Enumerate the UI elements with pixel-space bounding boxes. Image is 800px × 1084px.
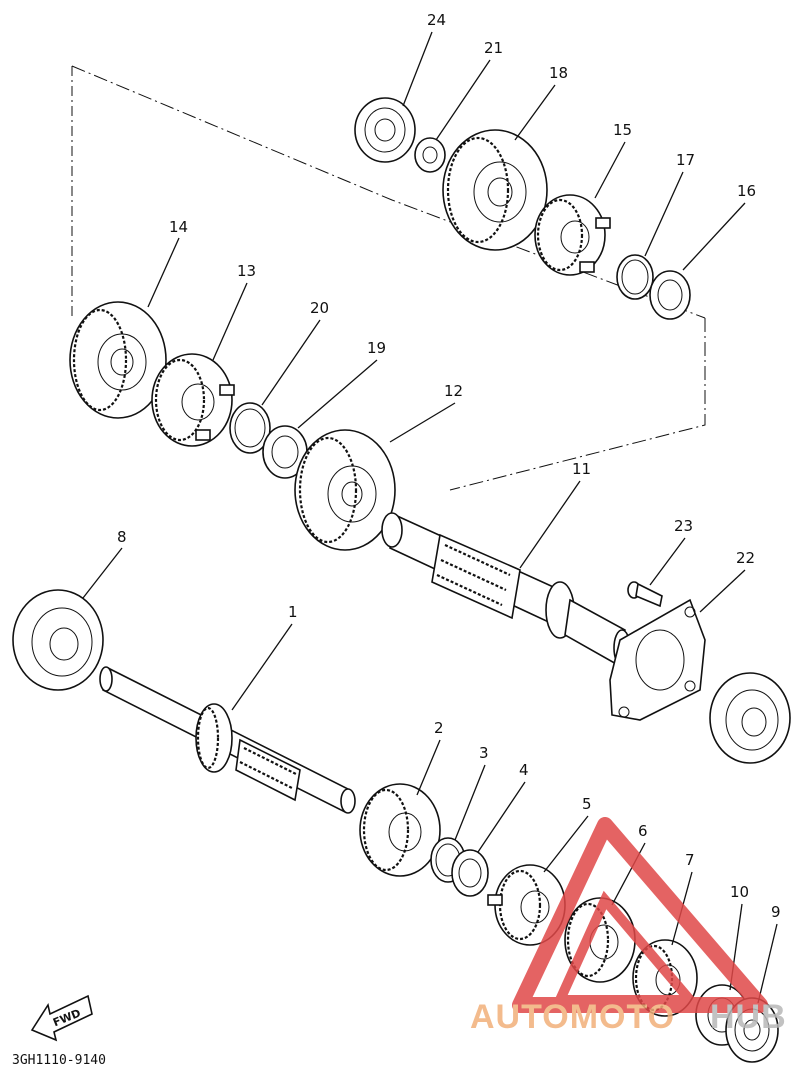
part-label-6: 6 xyxy=(638,822,648,840)
part-label-18: 18 xyxy=(549,64,568,82)
part-5-dog-gear xyxy=(487,864,566,946)
part-18-gear xyxy=(442,129,548,251)
part-label-20: 20 xyxy=(310,299,329,317)
part-label-2: 2 xyxy=(434,719,444,737)
part-label-12: 12 xyxy=(444,382,463,400)
part-label-7: 7 xyxy=(685,851,695,869)
part-label-13: 13 xyxy=(237,262,256,280)
part-21-washer xyxy=(414,137,446,173)
part-label-23: 23 xyxy=(674,517,693,535)
part-label-8: 8 xyxy=(117,528,127,546)
part-24-bearing xyxy=(354,97,416,163)
part-label-4: 4 xyxy=(519,761,529,779)
fwd-arrow-icon: FWD xyxy=(30,994,93,1042)
part-15-dog-gear xyxy=(534,194,611,276)
watermark-text-second: HUB xyxy=(710,998,787,1036)
part-8-bearing xyxy=(12,589,104,691)
watermark-text-first: AUTOMOTO xyxy=(470,998,675,1036)
part-label-11: 11 xyxy=(572,460,591,478)
part-22-retainer-plate xyxy=(609,598,706,721)
part-label-22: 22 xyxy=(736,549,755,567)
part-4-washer xyxy=(451,849,489,897)
part-23-screw xyxy=(627,581,663,608)
bearing-near-plate xyxy=(709,672,791,764)
part-16-washer xyxy=(649,270,691,320)
watermark: AUTOMOTO HUB xyxy=(470,817,787,1036)
part-label-19: 19 xyxy=(367,339,386,357)
part-label-1: 1 xyxy=(288,603,298,621)
drawing-code: 3GH1110-9140 xyxy=(12,1053,106,1068)
part-label-9: 9 xyxy=(771,903,781,921)
part-17-circlip xyxy=(616,254,654,300)
watermark-triangle-logo xyxy=(512,817,768,1013)
part-label-17: 17 xyxy=(676,151,695,169)
part-label-14: 14 xyxy=(169,218,188,236)
part-13-dog-gear xyxy=(151,353,235,447)
part-label-3: 3 xyxy=(479,744,489,762)
assembly-bracket-line xyxy=(71,65,706,491)
part-1-main-shaft xyxy=(99,666,356,814)
part-label-16: 16 xyxy=(737,182,756,200)
part-2-gear xyxy=(359,783,441,877)
part-label-21: 21 xyxy=(484,39,503,57)
part-label-5: 5 xyxy=(582,795,592,813)
part-label-10: 10 xyxy=(730,883,749,901)
part-11-shaft xyxy=(381,512,631,667)
part-12-gear xyxy=(294,429,396,551)
part-label-24: 24 xyxy=(427,11,446,29)
part-14-gear xyxy=(69,301,167,419)
part-20-circlip xyxy=(229,402,271,454)
part-label-15: 15 xyxy=(613,121,632,139)
part-number-labels: 24 21 18 15 17 16 14 13 20 19 12 11 8 23… xyxy=(117,11,781,921)
